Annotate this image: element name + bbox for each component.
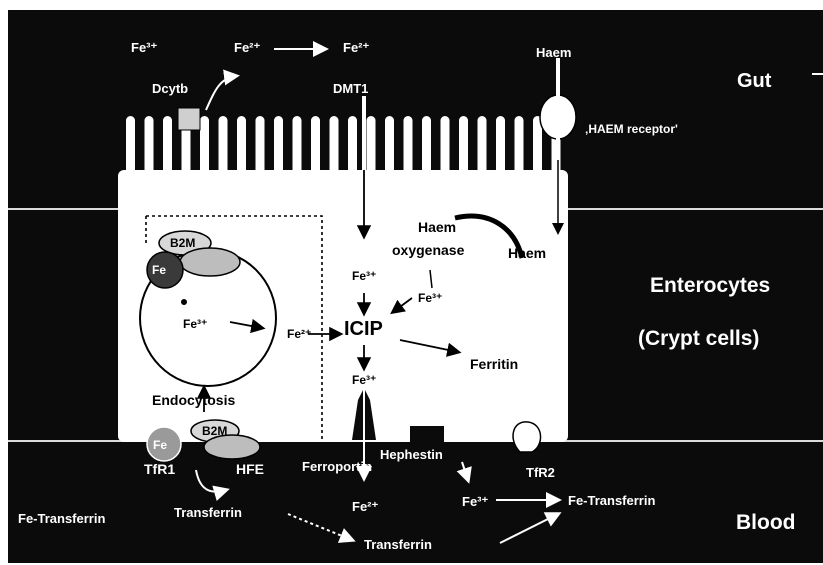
transferrin-bottom-label: Transferrin [364, 538, 432, 551]
ferroportin-label: Ferroportin [302, 460, 372, 473]
fe3-endosome-label: Fe³⁺ [183, 318, 207, 330]
endocytosis-label: Endocytosis [152, 393, 235, 407]
tfr2-shape [513, 422, 541, 452]
icip-label: ICIP [344, 319, 383, 339]
gut-label: Gut [737, 71, 771, 91]
tfr1-label: TfR1 [144, 462, 175, 476]
dcytb-box [178, 108, 200, 130]
fe3-b-label: Fe³⁺ [418, 292, 442, 304]
fe3-a-label: Fe³⁺ [352, 270, 376, 282]
fe3-bottom-label: Fe³⁺ [462, 495, 488, 508]
fe3-c-label: Fe³⁺ [352, 374, 376, 386]
fe-transferrin-right-label: Fe-Transferrin [568, 494, 655, 507]
hfe-top-ellipse [180, 248, 240, 276]
fe-transferrin-left-label: Fe-Transferrin [18, 512, 105, 525]
fe2-bottom-label: Fe²⁺ [352, 500, 378, 513]
fe2-top-label: Fe²⁺ [234, 41, 260, 54]
hephestin-block [410, 426, 444, 444]
b2m-bottom-label: B2M [202, 425, 227, 437]
haem-mid-label: Haem [508, 246, 546, 260]
enterocytes-label: Enterocytes [650, 275, 770, 296]
dmt1-label: DMT1 [333, 82, 368, 95]
tfr2-label: TfR2 [526, 466, 555, 479]
fe2-top-right-label: Fe²⁺ [343, 41, 369, 54]
hephestin-label: Hephestin [380, 448, 443, 461]
ferritin-label: Ferritin [470, 357, 518, 371]
fe2-mid-label: Fe²⁺ [287, 328, 311, 340]
hfe-bottom-ellipse [204, 435, 260, 459]
dcytb-label: Dcytb [152, 82, 188, 95]
blood-label: Blood [736, 512, 795, 533]
fe3-top-label: Fe³⁺ [131, 41, 157, 54]
fe-dot [181, 299, 187, 305]
haem-oxygenase-label-2: oxygenase [392, 243, 464, 257]
haem-top-label: Haem [536, 46, 571, 59]
haem-oxygenase-label-1: Haem [418, 220, 456, 234]
fe-bottom-label: Fe [153, 439, 167, 451]
transferrin-left-label: Transferrin [174, 506, 242, 519]
b2m-top-label: B2M [170, 237, 195, 249]
haem-receptor-label: ‚HAEM receptor' [585, 123, 678, 135]
hfe-label: HFE [236, 462, 264, 476]
crypt-cells-label: (Crypt cells) [638, 328, 759, 349]
fe-top-label: Fe [152, 264, 166, 276]
